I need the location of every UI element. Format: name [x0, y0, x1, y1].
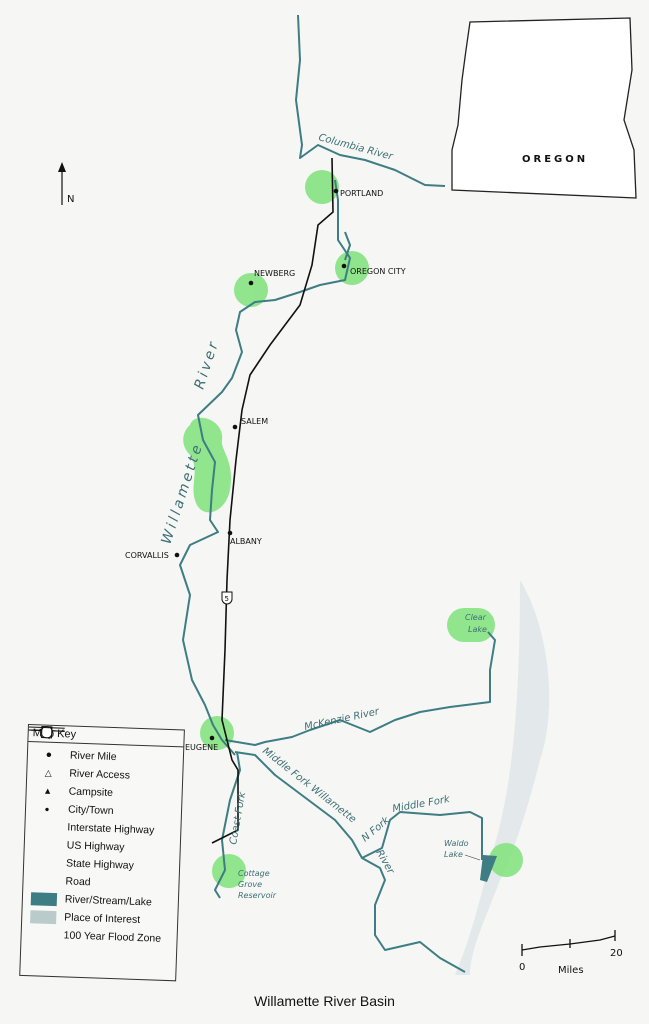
label-middle-fork-river: River [373, 848, 396, 877]
scale-start: 0 [519, 962, 525, 973]
waldo-lake [480, 855, 497, 882]
road-line-icon [24, 726, 66, 881]
dot-icon: ● [45, 748, 53, 761]
north-fork [361, 811, 483, 860]
north-label: N [67, 194, 74, 205]
highlight-clear-lake [447, 608, 495, 642]
triangle-outline-icon: △ [44, 767, 52, 778]
river-swatch-icon [23, 891, 65, 906]
highlight-newberg [234, 273, 268, 307]
map-caption: Willamette River Basin [254, 993, 395, 1009]
scale-end: 20 [610, 948, 623, 959]
label-mckenzie: McKenzie River [303, 706, 381, 733]
highlight-waldo-lake [489, 843, 523, 877]
city-corvallis: CORVALLIS [125, 551, 169, 560]
city-portland: PORTLAND [340, 189, 383, 198]
place-swatch-icon [22, 909, 64, 924]
map-key: Map Key ●River Mile △River Access ▲Camps… [19, 724, 185, 982]
label-waldo-lake-2: Lake [444, 850, 463, 859]
us-highway-shield-icon [25, 725, 67, 845]
interstate-5 [211, 157, 334, 844]
scale-unit: Miles [558, 965, 584, 976]
svg-text:5: 5 [225, 595, 229, 603]
highlight-salem-area [183, 417, 232, 513]
city-newberg: NEWBERG [254, 269, 295, 278]
places-of-interest [183, 170, 523, 888]
rivers [179, 14, 496, 973]
columbia-river [295, 14, 446, 187]
inset-label: OREGON [522, 154, 588, 165]
city-eugene: EUGENE [185, 743, 218, 752]
label-cottage-grove-3: Reservoir [238, 891, 277, 900]
scale-bar [521, 930, 616, 956]
highlight-portland [305, 170, 339, 204]
oregon-inset [451, 17, 637, 199]
city-salem: SALEM [241, 417, 268, 426]
city-dot-icon: ● [44, 804, 50, 814]
state-highway-shield-icon [24, 726, 66, 863]
key-road: Road [23, 726, 179, 894]
highlight-oregon-city [335, 251, 369, 285]
label-clear-lake-2: Lake [468, 625, 487, 634]
cascade-shading [455, 580, 550, 975]
mckenzie-river [224, 631, 496, 746]
key-state-highway: State Highway [24, 726, 180, 876]
label-river: River [192, 338, 223, 392]
coast-fork [214, 751, 241, 899]
interstate-shield-icon: 5 [221, 591, 233, 605]
label-middle-fork-2: Middle Fork [392, 794, 452, 815]
city-oregon-city: OREGON CITY [350, 267, 406, 276]
label-clear-lake: Clear [465, 613, 487, 622]
city-markers [174, 188, 347, 741]
willamette-river [179, 179, 351, 756]
interstate-shield-icon [25, 726, 67, 827]
middle-fork-willamette [234, 751, 466, 973]
label-cottage-grove: Cottage [238, 869, 270, 878]
city-albany: ALBANY [230, 537, 262, 546]
label-waldo-lake: Waldo [444, 839, 469, 848]
triangle-icon: ▲ [43, 785, 53, 796]
label-cottage-grove-2: Grove [238, 880, 262, 889]
label-middle-fork: Middle Fork Willamette [260, 746, 358, 826]
